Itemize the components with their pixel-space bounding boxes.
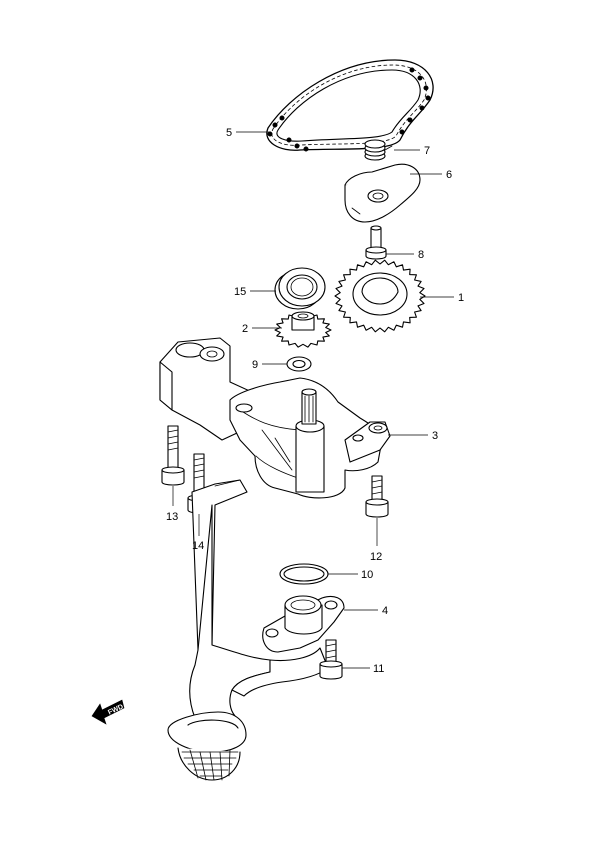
- fwd-label: FWD: [107, 703, 124, 716]
- part-o-ring: [279, 563, 329, 585]
- callout-labels: 5 7 6 8 15 1 2 9 3 13 14 12 10 4 11: [166, 127, 464, 675]
- callout-10: 10: [361, 569, 373, 581]
- part-oil-seal: [274, 267, 326, 310]
- callout-2: 2: [242, 323, 248, 335]
- callout-12: 12: [370, 551, 382, 563]
- callout-13: 13: [166, 511, 178, 523]
- callout-6: 6: [446, 169, 452, 181]
- callout-8: 8: [418, 249, 424, 261]
- part-tensioner: [344, 163, 421, 223]
- part-washer: [286, 356, 312, 372]
- part-bolt-12: [365, 475, 389, 518]
- callout-7: 7: [424, 145, 430, 157]
- part-oil-strainer: [167, 479, 345, 781]
- callout-3: 3: [432, 430, 438, 442]
- part-pin-bolt: [365, 225, 387, 260]
- callout-11: 11: [373, 663, 384, 675]
- fwd-arrow: FWD: [91, 699, 125, 725]
- part-pump-body: [159, 337, 391, 499]
- callout-4: 4: [382, 605, 388, 617]
- part-chain: [266, 59, 434, 152]
- callout-15: 15: [234, 286, 246, 298]
- callout-5: 5: [226, 127, 232, 139]
- part-sprocket-large: [334, 259, 426, 333]
- part-sprocket-small: [274, 311, 332, 348]
- callout-14: 14: [192, 540, 204, 552]
- part-bolt-13: [161, 425, 185, 486]
- part-spring: [364, 139, 393, 161]
- callout-9: 9: [252, 359, 258, 371]
- callout-1: 1: [458, 292, 464, 304]
- leader-lines: [172, 131, 454, 669]
- part-bolt-11: [319, 639, 343, 680]
